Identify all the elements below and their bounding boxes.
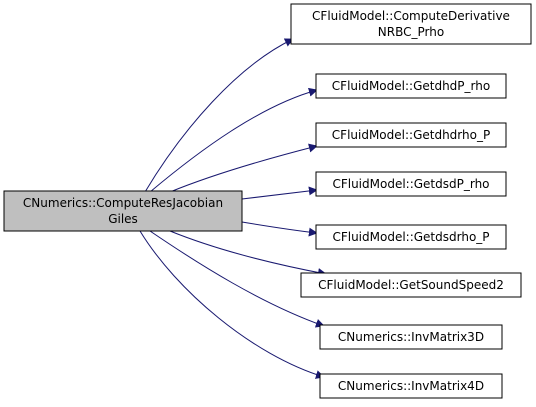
- node-box: [315, 122, 507, 148]
- node-label-line-1: CNumerics::ComputeResJacobian: [23, 196, 223, 210]
- node-label: CFluidModel::GetSoundSpeed2: [318, 278, 504, 292]
- node-label: CFluidModel::Getdhdrho_P: [332, 128, 490, 142]
- edge-to-target-5: [169, 230, 327, 277]
- node-label: CFluidModel::GetdsdP_rho: [332, 177, 489, 191]
- node-getdhdp-rho[interactable]: CFluidModel::GetdhdP_rho: [315, 73, 507, 99]
- node-box: [319, 324, 503, 350]
- node-getdsdp-rho[interactable]: CFluidModel::GetdsdP_rho: [315, 171, 507, 197]
- edge-to-target-6: [149, 230, 325, 328]
- node-box: [290, 3, 532, 45]
- node-label-line-2: NRBC_Prho: [378, 25, 444, 39]
- node-label-line-2: Giles: [108, 212, 138, 226]
- node-box: [315, 171, 507, 197]
- node-box: [300, 272, 522, 298]
- edges-layer: [139, 38, 327, 379]
- node-invmatrix3d[interactable]: CNumerics::InvMatrix3D: [319, 324, 503, 350]
- node-box: [315, 224, 507, 250]
- node-label: CFluidModel::Getdsdrho_P: [332, 230, 489, 244]
- node-invmatrix4d[interactable]: CNumerics::InvMatrix4D: [319, 373, 503, 399]
- edge-to-target-4: [241, 221, 318, 237]
- node-box: [319, 373, 503, 399]
- node-label-line-1: CFluidModel::ComputeDerivative: [312, 9, 510, 23]
- node-box: [315, 73, 507, 99]
- node-source-compute-res-jacobian-giles[interactable]: CNumerics::ComputeResJacobian Giles: [3, 190, 243, 232]
- node-label: CFluidModel::GetdhdP_rho: [332, 79, 490, 93]
- edge-to-target-0: [144, 38, 294, 193]
- node-box: [3, 190, 243, 232]
- node-getsoundspeed2[interactable]: CFluidModel::GetSoundSpeed2: [300, 272, 522, 298]
- node-getdhdrho-p[interactable]: CFluidModel::Getdhdrho_P: [315, 122, 507, 148]
- node-compute-derivative-nrbc-prho[interactable]: CFluidModel::ComputeDerivative NRBC_Prho: [290, 3, 532, 45]
- edge-to-target-3: [241, 186, 318, 200]
- node-getdsdrho-p[interactable]: CFluidModel::Getdsdrho_P: [315, 224, 507, 250]
- node-label: CNumerics::InvMatrix3D: [338, 330, 484, 344]
- edge-to-target-1: [149, 87, 318, 193]
- node-label: CNumerics::InvMatrix4D: [338, 379, 484, 393]
- edge-to-target-7: [139, 230, 325, 379]
- edge-to-target-2: [169, 143, 318, 193]
